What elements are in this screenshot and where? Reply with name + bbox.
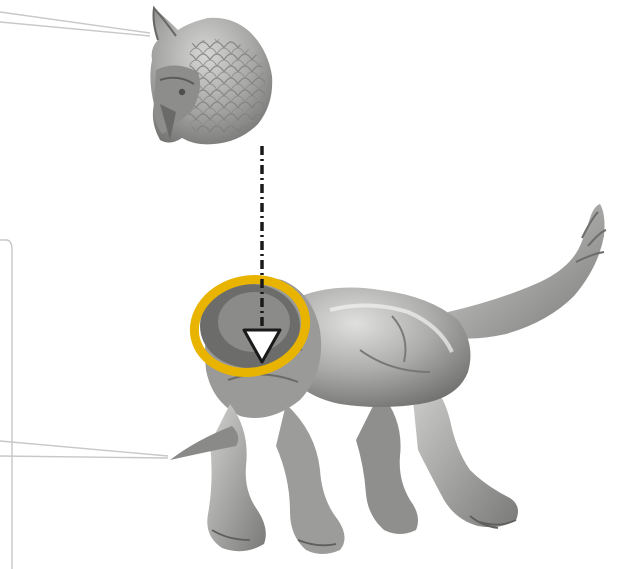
callout-line-top-2: [0, 22, 150, 36]
callout-line-middle-2: [0, 456, 168, 458]
callout-frame-left: [0, 240, 12, 569]
creature-body-model: [170, 204, 606, 554]
attach-arrow: [244, 146, 280, 362]
head-piece-model: [150, 8, 272, 144]
callout-line-top: [0, 12, 150, 33]
callout-line-middle: [0, 441, 168, 456]
callout-lines: [0, 12, 168, 569]
